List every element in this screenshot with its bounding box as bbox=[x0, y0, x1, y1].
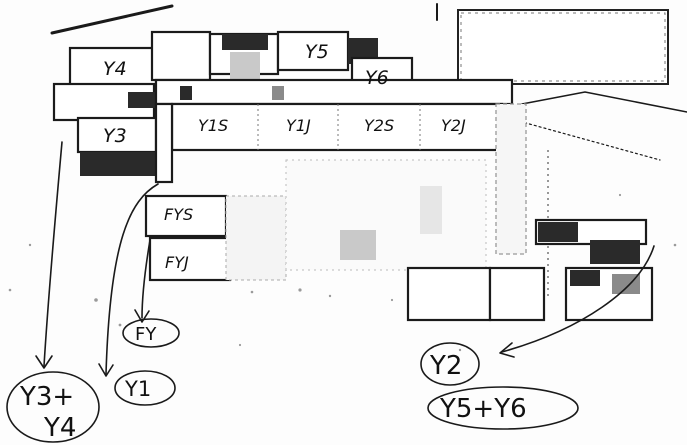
label-y4: Y4 bbox=[103, 58, 127, 80]
annotation-y3-y4: Y3+ Y4 bbox=[6, 371, 100, 443]
core-stair bbox=[230, 52, 260, 80]
room-fyj bbox=[148, 236, 232, 282]
shaft-lower-right-a bbox=[538, 222, 578, 242]
central-hall bbox=[285, 159, 487, 271]
corridor-vertical bbox=[154, 102, 174, 184]
annotation-y1: Y1 bbox=[114, 370, 176, 406]
annotation-fy-text: FY bbox=[135, 324, 157, 345]
room-top-left bbox=[150, 30, 212, 82]
label-fyj: FYJ bbox=[165, 253, 189, 272]
label-y1j: Y1J bbox=[286, 116, 311, 135]
arrow-y3-y4 bbox=[35, 141, 63, 369]
annotation-y3-y4-line1: Y3+ bbox=[19, 382, 74, 412]
adjacent-building-outline bbox=[457, 9, 669, 85]
shaft-lower-right-d bbox=[612, 274, 640, 294]
street-edge-line bbox=[50, 4, 174, 35]
shaft-lower-right-b bbox=[590, 240, 640, 264]
arrow-y1 bbox=[98, 183, 159, 377]
shaft-left-upper bbox=[128, 92, 156, 108]
shaft-lower-right-c bbox=[570, 270, 600, 286]
annotation-y2-text: Y2 bbox=[429, 351, 462, 381]
site-boundary-top-right bbox=[521, 91, 687, 113]
annotation-y3-y4-line2: Y4 bbox=[43, 413, 76, 443]
arrow-fy bbox=[134, 239, 151, 323]
column-top-b bbox=[272, 86, 284, 100]
room-y-row bbox=[170, 102, 504, 152]
site-boundary-dotted bbox=[514, 119, 661, 161]
arrow-y2 bbox=[499, 245, 655, 358]
annotation-fy: FY bbox=[122, 318, 180, 348]
label-y6: Y6 bbox=[365, 67, 389, 89]
label-y1s: Y1S bbox=[198, 116, 228, 135]
room-lower-mid bbox=[488, 266, 546, 322]
core-dark-top bbox=[222, 34, 268, 50]
scan-noise bbox=[8, 193, 677, 352]
annotation-y2: Y2 bbox=[420, 342, 480, 386]
annotation-y5-y6-text: Y5+Y6 bbox=[439, 394, 527, 424]
room-fys bbox=[144, 194, 228, 238]
adjacent-building-inner-edge bbox=[460, 12, 666, 82]
label-y3: Y3 bbox=[103, 125, 127, 147]
stair-shaft-left bbox=[80, 152, 156, 176]
annotation-y5-y6: Y5+Y6 bbox=[427, 386, 579, 430]
room-lower-left bbox=[406, 266, 492, 322]
label-fys: FYS bbox=[164, 205, 193, 224]
annotation-y1-text: Y1 bbox=[124, 377, 151, 401]
fy-annex bbox=[225, 195, 287, 281]
corridor-top bbox=[154, 78, 514, 106]
hall-stair bbox=[340, 230, 376, 260]
label-y2s: Y2S bbox=[364, 116, 394, 135]
hall-pillar bbox=[420, 186, 442, 234]
column-top-a bbox=[180, 86, 192, 100]
label-y2j: Y2J bbox=[441, 116, 466, 135]
label-y5: Y5 bbox=[305, 41, 329, 63]
right-wing-corridor bbox=[495, 103, 527, 255]
room-y5 bbox=[276, 30, 350, 72]
